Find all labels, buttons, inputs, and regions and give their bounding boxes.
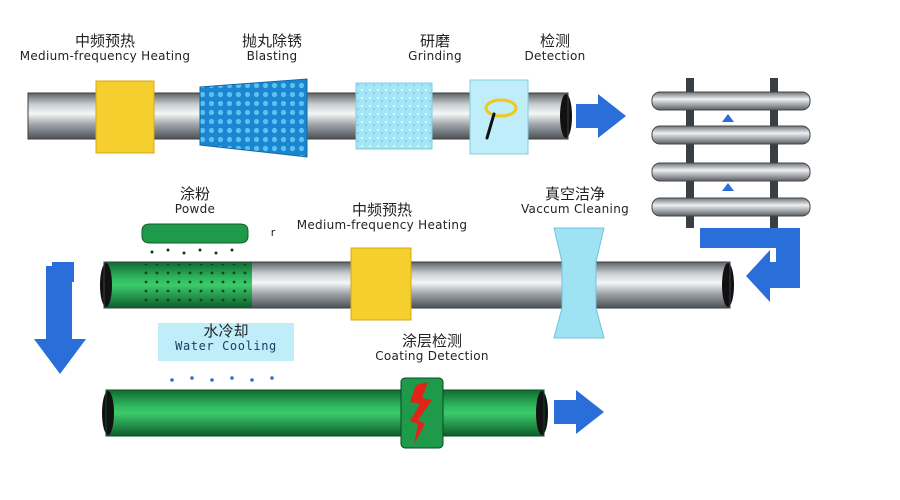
label-vacuum-cleaning: 真空洁净 Vaccum Cleaning: [505, 185, 645, 217]
label-cn: 抛丸除锈: [241, 32, 302, 50]
vacuum-cleaning-unit: [553, 227, 605, 339]
coating-detector: [400, 377, 444, 449]
label-en: Grinding: [408, 49, 462, 64]
label-blasting: 抛丸除锈 Blasting: [212, 32, 332, 64]
label-powder: 涂粉 Powde: [148, 185, 242, 217]
label-water-cooling: 水冷却 Water Cooling: [158, 322, 294, 361]
detection-block: [469, 79, 529, 155]
label-en: Detection: [524, 49, 586, 64]
row2-pipe: [100, 261, 734, 309]
grinding-block: [355, 82, 433, 150]
blasting-sleeve: [199, 78, 308, 158]
label-grinding: 研磨 Grinding: [380, 32, 490, 64]
pipe-rack: [651, 78, 811, 228]
row3-pipe: [102, 389, 548, 437]
magnifier-icon: [484, 98, 518, 140]
label-coating-detection: 涂层检测 Coating Detection: [362, 332, 502, 364]
label-en: Medium-frequency Heating: [296, 218, 468, 233]
heater-block-1: [95, 80, 155, 154]
label-en: Vaccum Cleaning: [520, 202, 630, 217]
label-cn: 检测: [539, 32, 570, 50]
label-en: Medium-frequency Heating: [19, 49, 191, 64]
water-spray-dots: [170, 376, 274, 382]
label-cn: 涂层检测: [401, 332, 462, 350]
label-cn: 涂粉: [179, 185, 210, 203]
label-cn: 研磨: [419, 32, 450, 50]
heater-block-2: [350, 247, 412, 321]
arrow-down-to-row3: [34, 266, 86, 374]
arrow-rack-return: [700, 228, 800, 302]
arrow-row3-right: [554, 390, 604, 434]
label-en: Coating Detection: [375, 349, 489, 364]
label-medium-frequency-heating-1: 中频预热 Medium-frequency Heating: [10, 32, 200, 64]
arrow-row1-right: [576, 94, 626, 138]
label-cn: 中频预热: [74, 32, 135, 50]
label-detection: 检测 Detection: [500, 32, 610, 64]
label-en: Powde: [174, 202, 216, 217]
powder-hopper: [141, 223, 249, 244]
stray-mark: r: [270, 226, 276, 239]
label-cn: 水冷却: [203, 322, 249, 340]
label-medium-frequency-heating-2: 中频预热 Medium-frequency Heating: [282, 201, 482, 233]
label-en: Water Cooling: [175, 339, 277, 354]
label-cn: 中频预热: [351, 201, 412, 219]
label-cn: 真空洁净: [544, 185, 605, 203]
powder-spray-dots: [150, 248, 234, 255]
label-en: Blasting: [246, 49, 298, 64]
